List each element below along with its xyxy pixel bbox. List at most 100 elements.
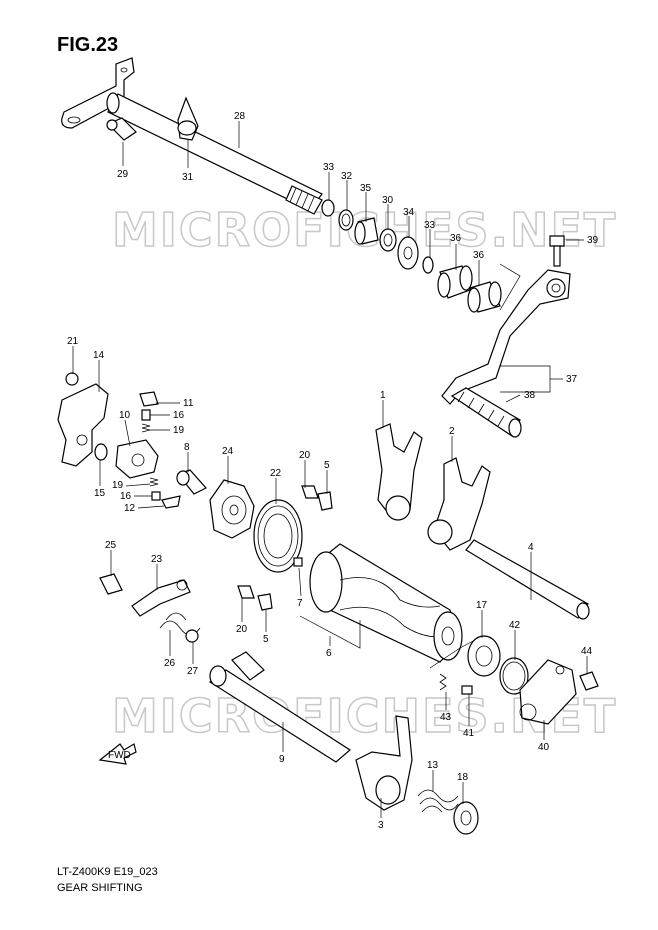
part-16-pin-2 — [151, 491, 161, 501]
part-22-bearing — [253, 499, 303, 573]
callout-23: 23 — [151, 554, 163, 565]
part-44-screw — [579, 671, 599, 691]
part-41-pin — [461, 685, 473, 695]
callout-16-b: 16 — [120, 491, 132, 502]
callout-17: 17 — [476, 600, 488, 611]
callout-16: 16 — [173, 410, 185, 421]
part-18-bearing — [453, 801, 479, 835]
callout-40: 40 — [538, 742, 550, 753]
callout-14: 14 — [93, 350, 105, 361]
callout-33: 33 — [323, 162, 335, 173]
callout-6: 6 — [326, 648, 332, 659]
callout-44: 44 — [581, 646, 593, 657]
part-42-o-ring — [499, 657, 529, 695]
part-43-spring — [439, 673, 447, 691]
part-7-pin — [293, 557, 303, 567]
callout-22: 22 — [270, 468, 282, 479]
part-36-bushing-2 — [467, 281, 502, 313]
part-13-spring — [417, 789, 459, 813]
part-27-washer — [185, 629, 199, 643]
callout-18: 18 — [457, 772, 469, 783]
callout-32: 32 — [341, 171, 353, 182]
callout-4: 4 — [528, 542, 534, 553]
part-23-arm — [131, 579, 191, 617]
callout-10: 10 — [119, 410, 131, 421]
part-9-gearshift-shaft — [208, 651, 352, 763]
part-16-pin — [141, 409, 151, 421]
callout-28: 28 — [234, 111, 246, 122]
part-19-spring-2 — [149, 477, 159, 487]
callout-3: 3 — [378, 820, 384, 831]
callout-24: 24 — [222, 446, 234, 457]
part-34-washer — [397, 236, 419, 270]
part-24-cam-driven-gear — [209, 479, 255, 539]
callout-15: 15 — [94, 488, 106, 499]
callout-26: 26 — [164, 658, 176, 669]
part-17-bearing — [467, 635, 501, 677]
callout-19-b: 19 — [112, 480, 124, 491]
callout-43: 43 — [440, 712, 452, 723]
part-25-bolt — [99, 573, 123, 595]
callout-27: 27 — [187, 666, 199, 677]
fwd-label: FWD — [108, 750, 131, 761]
part-30-seal — [379, 228, 397, 252]
part-38-rubber-grip — [450, 387, 522, 438]
callout-labels: 28 29 31 33 32 35 30 34 33 36 36 39 21 1… — [67, 111, 599, 831]
callout-5-b: 5 — [263, 634, 269, 645]
callout-13: 13 — [427, 760, 439, 771]
callout-20-b: 20 — [236, 624, 248, 635]
callout-35: 35 — [360, 183, 372, 194]
callout-21: 21 — [67, 336, 79, 347]
part-5-washer — [317, 491, 333, 511]
part-3-shift-fork — [355, 715, 413, 811]
callout-33-b: 33 — [424, 220, 436, 231]
part-11-pawl — [139, 391, 159, 407]
part-33-circlip-2 — [422, 256, 434, 274]
callout-34: 34 — [403, 207, 415, 218]
part-20-bolt-2 — [237, 585, 255, 599]
callout-38: 38 — [524, 390, 536, 401]
callout-1: 1 — [380, 390, 386, 401]
callout-11: 11 — [183, 398, 194, 409]
part-33-circlip — [321, 199, 335, 217]
part-5-washer-2 — [257, 593, 273, 611]
callout-12: 12 — [124, 503, 136, 514]
part-39-bolt — [549, 235, 565, 267]
callout-8: 8 — [184, 442, 190, 453]
figure-title: FIG.23 — [57, 34, 119, 56]
callout-5: 5 — [324, 460, 330, 471]
callout-29: 29 — [117, 169, 129, 180]
part-32-washer — [338, 209, 354, 231]
part-10-cam-stopper — [115, 439, 159, 479]
callout-19: 19 — [173, 425, 185, 436]
callout-42: 42 — [509, 620, 521, 631]
callout-36-b: 36 — [473, 250, 485, 261]
part-12-pawl — [161, 495, 181, 509]
callout-36: 36 — [450, 233, 462, 244]
model-code: LT-Z400K9 E19_023 — [57, 866, 158, 878]
callout-37: 37 — [566, 374, 578, 385]
part-28-shift-shaft — [61, 57, 323, 215]
callout-9: 9 — [279, 754, 285, 765]
part-20-bolt — [301, 485, 319, 499]
part-1-shift-fork — [375, 423, 423, 521]
part-31-clip — [177, 96, 199, 141]
part-6-gearshift-cam — [309, 543, 463, 663]
figure-name: GEAR SHIFTING — [57, 882, 143, 894]
callout-7: 7 — [297, 598, 303, 609]
part-19-spring — [141, 423, 151, 433]
callout-25: 25 — [105, 540, 117, 551]
callout-41: 41 — [463, 728, 475, 739]
part-40-gear-position-switch — [519, 659, 577, 725]
part-8-pin — [176, 469, 207, 495]
callout-39: 39 — [587, 235, 599, 246]
part-14-stopper-plate — [57, 383, 109, 467]
callout-31: 31 — [182, 172, 194, 183]
part-2-shift-fork — [427, 457, 491, 551]
part-29-bolt — [106, 117, 137, 141]
leader-lines — [72, 121, 588, 818]
part-15-washer — [94, 443, 108, 461]
part-36-bushing-1 — [437, 265, 473, 299]
callout-20: 20 — [299, 450, 311, 461]
